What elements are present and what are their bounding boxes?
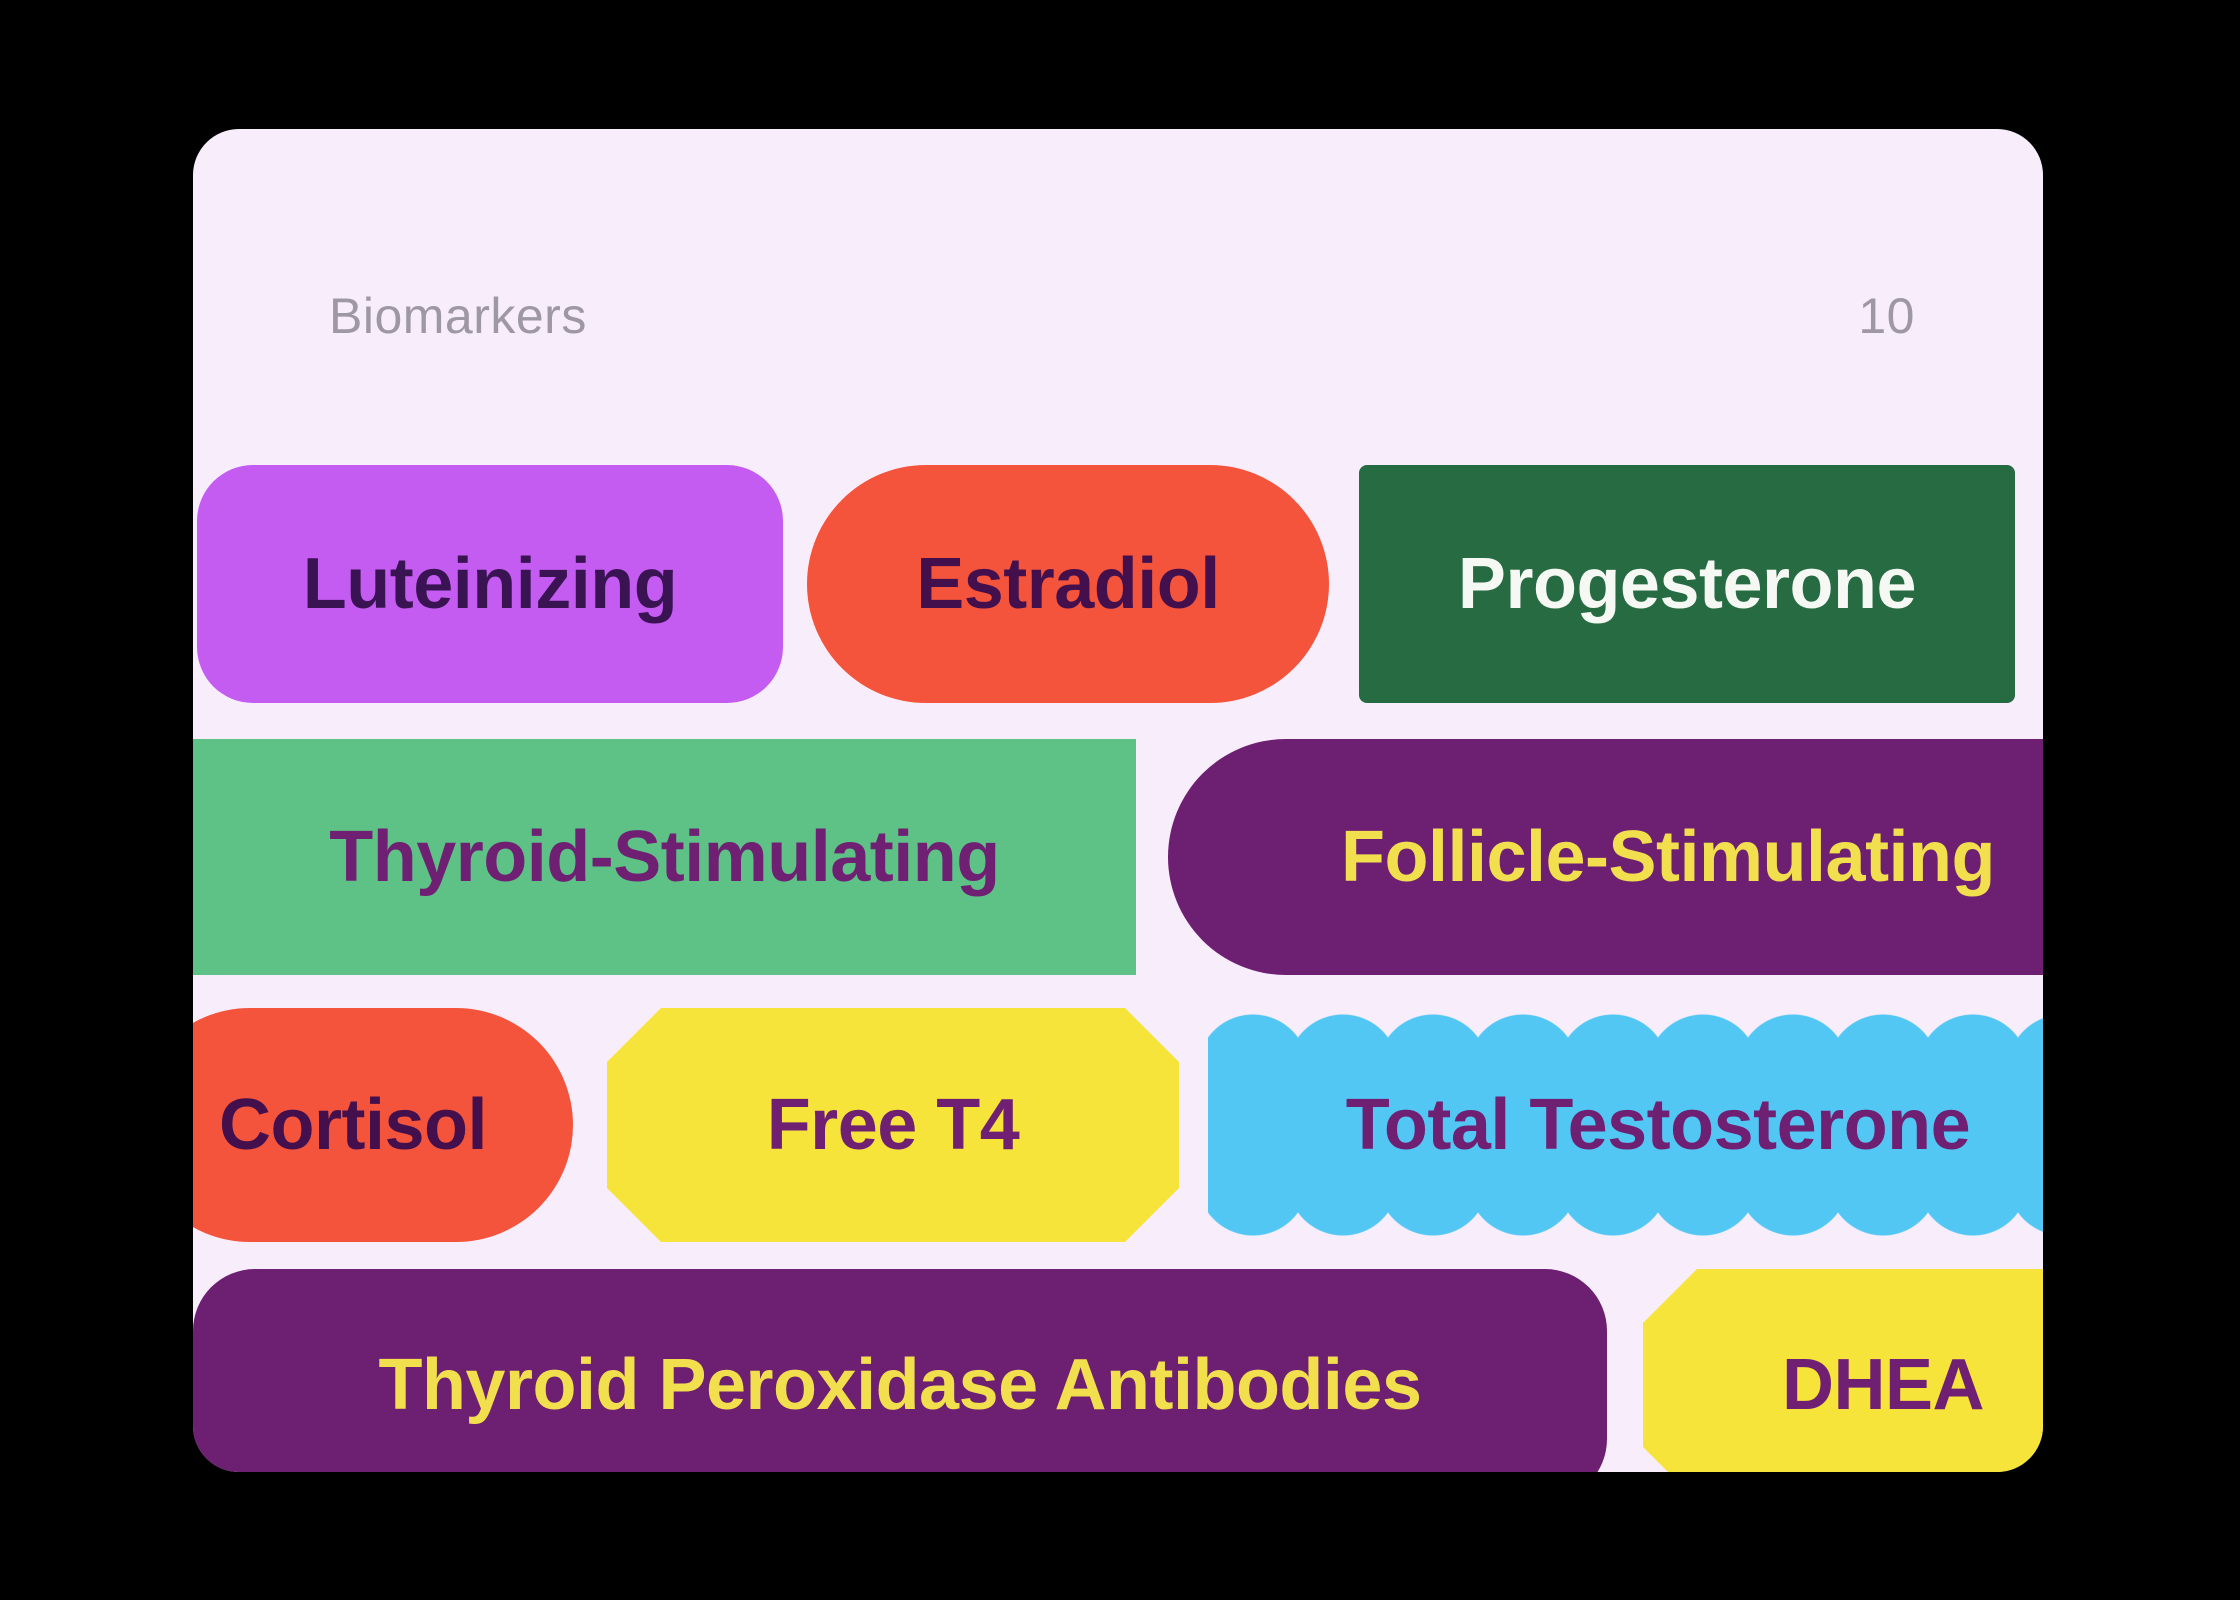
chip-label: Estradiol — [916, 544, 1220, 624]
biomarker-chip-dhea[interactable]: DHEA — [1643, 1269, 2043, 1472]
chip-label: Luteinizing — [302, 544, 678, 624]
card-header: Biomarkers 10 — [329, 287, 1915, 345]
biomarker-chip-total-testosterone[interactable]: Total Testosterone — [1208, 1008, 2043, 1242]
chip-label: DHEA — [1781, 1345, 1984, 1425]
chip-label: Thyroid Peroxidase Antibodies — [378, 1345, 1422, 1425]
chip-label: Cortisol — [218, 1085, 488, 1165]
biomarker-chip-progesterone[interactable]: Progesterone — [1359, 465, 2015, 703]
biomarker-chip-luteinizing[interactable]: Luteinizing — [197, 465, 783, 703]
chip-label: Thyroid-Stimulating — [329, 817, 1000, 897]
biomarker-chip-estradiol[interactable]: Estradiol — [807, 465, 1329, 703]
biomarker-chip-cortisol[interactable]: Cortisol — [193, 1008, 573, 1242]
chip-label: Free T4 — [766, 1085, 1020, 1165]
chip-label: Progesterone — [1457, 544, 1917, 624]
chip-label: Total Testosterone — [1345, 1085, 1971, 1165]
card-title: Biomarkers — [329, 288, 587, 344]
chip-label: Follicle-Stimulating — [1340, 817, 1996, 897]
biomarker-chip-follicle-stimulating[interactable]: Follicle-Stimulating — [1168, 739, 2043, 975]
biomarker-chip-free-t4[interactable]: Free T4 — [607, 1008, 1179, 1242]
biomarker-chip-thyroid-stimulating[interactable]: Thyroid-Stimulating — [193, 739, 1136, 975]
biomarkers-card: Biomarkers 10 Luteinizing Estradiol Prog… — [193, 129, 2043, 1472]
biomarker-chip-thyroid-peroxidase-antibodies[interactable]: Thyroid Peroxidase Antibodies — [193, 1269, 1607, 1472]
biomarkers-count: 10 — [1858, 288, 1915, 344]
